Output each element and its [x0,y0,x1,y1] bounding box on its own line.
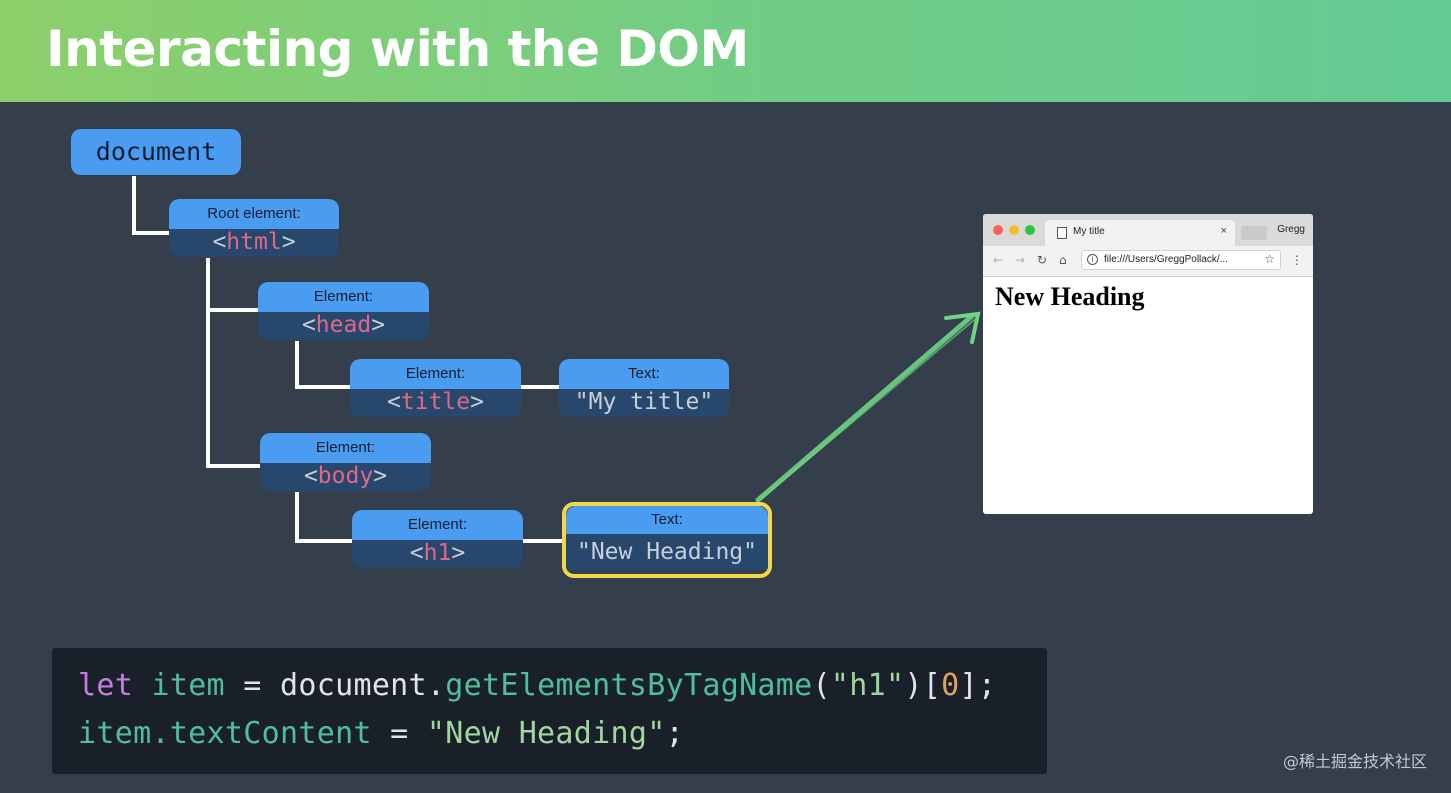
connector-html-head [206,258,258,312]
code-number: 0 [941,668,960,703]
back-arrow-icon[interactable]: ← [993,253,1004,267]
green-arrow [755,311,981,503]
watermark: @稀土掘金技术社区 [1282,752,1427,771]
page-heading: New Heading [995,282,1145,311]
star-icon[interactable]: ☆ [1264,252,1275,266]
tab-title: My title [1073,226,1105,237]
code-method: getElementsByTagName [445,668,813,703]
browser-tab[interactable]: My title × [1045,220,1235,246]
tag-name: body [317,463,374,489]
node-tag: <body> [260,463,431,491]
tree-node-h1-text: Text: "New Heading" [562,502,772,578]
tree-node-title-text: Text: "My title" [559,359,729,417]
tag-name: html [226,229,282,255]
code-keyword: let [78,668,134,703]
info-icon[interactable]: i [1087,254,1098,265]
tree-node-h1: Element: <h1> [352,510,523,568]
maximize-window-button[interactable] [1025,225,1035,235]
new-tab-button[interactable] [1241,226,1267,240]
node-type-label: Element: [260,433,431,463]
connector-document-html [132,176,170,235]
code-line-2: item.textContent = "New Heading"; [78,716,684,751]
tag-name: h1 [423,540,452,566]
node-tag: <html> [169,229,339,257]
document-label: document [95,137,217,166]
text-value: "My title" [559,389,729,417]
close-window-button[interactable] [993,225,1003,235]
node-tag: <h1> [352,540,523,568]
code-block: let item = document.getElementsByTagName… [52,648,1047,774]
home-icon[interactable]: ⌂ [1059,253,1067,267]
node-type-label: Text: [559,359,729,389]
node-type-label: Element: [352,510,523,540]
address-bar[interactable]: i file:///Users/GreggPollack/... ☆ [1081,250,1281,270]
title-banner: Interacting with the DOM [0,0,1451,102]
code-object: document. [280,668,446,703]
url-text: file:///Users/GreggPollack/... [1104,254,1228,265]
code-string: "h1" [830,668,905,703]
connector-head-title [295,341,350,389]
tree-node-title: Element: <title> [350,359,521,417]
connector-html-body [206,308,260,468]
tag-name: title [400,389,471,415]
code-property: textContent [169,716,372,751]
code-string: "New Heading" [426,716,666,751]
browser-window: My title × Gregg ← → ↻ ⌂ i file:///Users… [983,214,1313,514]
node-type-label: Root element: [169,199,339,229]
browser-toolbar: ← → ↻ ⌂ i file:///Users/GreggPollack/...… [983,246,1313,277]
node-type-label: Element: [258,282,429,312]
browser-titlebar: My title × Gregg [983,214,1313,246]
slide-title: Interacting with the DOM [46,20,749,78]
code-object: item. [78,716,170,751]
connector-body-h1 [295,492,352,543]
node-type-label: Element: [350,359,521,389]
menu-icon[interactable]: ⋮ [1291,253,1303,267]
profile-name[interactable]: Gregg [1277,224,1305,235]
minimize-window-button[interactable] [1009,225,1019,235]
reload-icon[interactable]: ↻ [1037,253,1048,267]
node-tag: <head> [258,312,429,340]
text-value: "New Heading" [566,534,768,570]
document-icon [1057,227,1067,239]
tree-node-body: Element: <body> [260,433,431,491]
code-variable: item [151,668,225,703]
tree-node-document: document [71,129,241,175]
node-tag: <title> [350,389,521,417]
forward-arrow-icon[interactable]: → [1015,253,1026,267]
tree-node-head: Element: <head> [258,282,429,340]
tag-name: head [315,312,372,338]
code-line-1: let item = document.getElementsByTagName… [78,668,997,703]
node-type-label: Text: [566,506,768,534]
tree-node-html: Root element: <html> [169,199,339,257]
tab-close-icon[interactable]: × [1220,225,1227,237]
